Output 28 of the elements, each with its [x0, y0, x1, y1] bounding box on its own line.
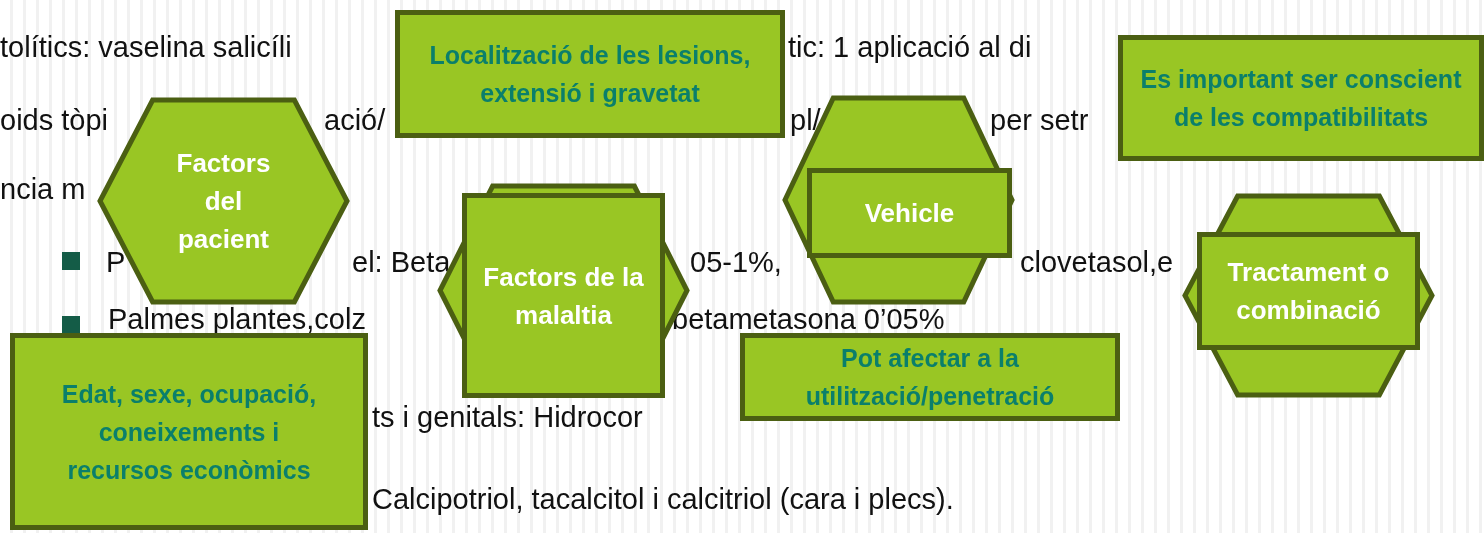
text-fragment: Palmes plantes,colz — [108, 302, 366, 336]
text-fragment: Calcipotriol, tacalcitol i calcitriol (cara i plecs). — [372, 482, 954, 516]
text-box — [10, 333, 368, 530]
text-fragment: oids tòpi — [0, 103, 108, 137]
text-fragment: tolítics: vaselina salicíli — [0, 30, 292, 64]
node-text: Edat, sexe, ocupació, coneixements i recursos econòmics — [60, 378, 318, 486]
text-fragment: 05-1%, — [690, 245, 782, 279]
text-fragment: ncia m — [0, 172, 86, 206]
text-box — [740, 333, 1120, 421]
hexagon-node — [1182, 193, 1435, 398]
text-fragment: per setr — [990, 103, 1089, 137]
node-text: Factors del pacient — [175, 147, 272, 256]
node-text: Factors de la malaltia — [482, 260, 645, 332]
text-fragment: el: Beta — [352, 245, 451, 279]
node-text: Tractament o combinació — [1226, 256, 1391, 327]
text-fragment: tic: 1 aplicació al di — [788, 30, 1032, 64]
text-fragment: P — [106, 245, 126, 279]
text-box — [395, 10, 785, 138]
text-box — [1118, 35, 1484, 161]
text-fragment: ts i genitals: Hidrocor — [372, 400, 643, 434]
text-fragment: pl/ — [790, 103, 821, 137]
node-text: Localització de les lesions, extensió i gravetat — [428, 40, 752, 109]
node-text: Es important ser conscient de les compatibilitats — [1139, 64, 1463, 133]
text-fragment: clovetasol,e — [1020, 245, 1174, 279]
text-fragment: betametasona 0’05% — [672, 302, 945, 336]
node-text: Vehicle — [863, 197, 956, 230]
node-text: Pot afectar a la utilització/penetració — [804, 343, 1056, 412]
text-fragment: ació/ — [324, 103, 386, 137]
